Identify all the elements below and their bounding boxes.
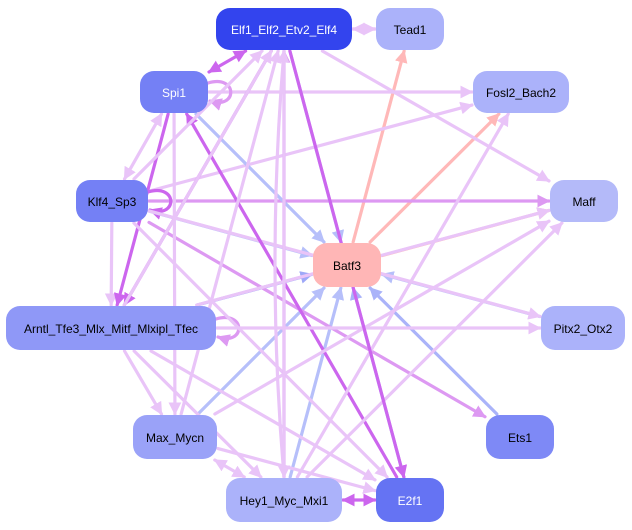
- node-pitx2-otx2[interactable]: Pitx2_Otx2: [541, 306, 625, 350]
- edge-hey1_myc_mxi1-to-elf1_elf2_etv2_elf4: [273, 49, 290, 479]
- node-label: Fosl2_Bach2: [486, 86, 556, 100]
- node-label: Spi1: [162, 86, 186, 100]
- node-elf1-elf2-etv2-elf4[interactable]: Elf1_Elf2_Etv2_Elf4: [216, 8, 352, 50]
- edge-max_mycn-to-e2f1: [216, 446, 377, 494]
- node-fosl2-bach2[interactable]: Fosl2_Bach2: [473, 71, 569, 113]
- edge-klf4_sp3-to-arntl_tfe3_mlx_mitf_mlxipl_tfec: [104, 221, 118, 307]
- node-box: [216, 8, 352, 50]
- node-box: [226, 478, 342, 522]
- edge-klf4_sp3-to-e2f1: [132, 221, 389, 479]
- edge-spi1-to-spi1: [206, 79, 233, 111]
- edge-batf3-to-tead1: [351, 49, 408, 244]
- node-label: Arntl_Tfe3_Mlx_Mitf_Mlxipl_Tfec: [24, 322, 198, 336]
- edge-batf3-to-fosl2_bach2: [368, 112, 501, 244]
- edge-hey1_myc_mxi1-to-maff: [305, 221, 564, 479]
- edge-klf4_sp3-to-elf1_elf2_etv2_elf4: [132, 49, 264, 181]
- edge-max_mycn-to-hey1_myc_mxi1: [213, 458, 246, 479]
- node-tead1[interactable]: Tead1: [376, 8, 444, 50]
- node-label: Tead1: [394, 23, 427, 37]
- node-batf3[interactable]: Batf3: [313, 243, 381, 287]
- edge-hey1_myc_mxi1-to-batf3: [288, 286, 345, 479]
- node-box: [486, 415, 554, 459]
- edge-elf1_elf2_etv2_elf4-to-maff: [320, 49, 551, 183]
- node-hey1-myc-mxi1[interactable]: Hey1_Myc_Mxi1: [226, 478, 342, 522]
- edge-klf4_sp3-to-ets1: [147, 220, 487, 419]
- node-arntl-tfe3-mlx-mitf-mlxipl-tfec[interactable]: Arntl_Tfe3_Mlx_Mitf_Mlxipl_Tfec: [6, 306, 216, 350]
- edge-hey1_myc_mxi1-to-fosl2_bach2: [295, 112, 510, 479]
- node-box: [313, 243, 381, 287]
- node-box: [473, 71, 569, 113]
- node-spi1[interactable]: Spi1: [140, 71, 208, 113]
- edge-arntl_tfe3_mlx_mitf_mlxipl_tfec-to-max_mycn: [122, 349, 164, 416]
- node-label: Max_Mycn: [146, 431, 204, 445]
- node-label: E2f1: [398, 494, 423, 508]
- edge-max_mycn-to-maff: [213, 219, 551, 416]
- node-box: [76, 180, 148, 222]
- node-max-mycn[interactable]: Max_Mycn: [133, 415, 217, 459]
- edge-arntl_tfe3_mlx_mitf_mlxipl_tfec-to-elf1_elf2_etv2_elf4: [122, 49, 273, 307]
- node-box: [133, 415, 217, 459]
- edge-max_mycn-to-elf1_elf2_etv2_elf4: [179, 49, 282, 416]
- node-label: Maff: [572, 195, 596, 209]
- node-label: Elf1_Elf2_Etv2_Elf4: [231, 23, 337, 37]
- node-box: [376, 478, 444, 522]
- node-maff[interactable]: Maff: [550, 180, 618, 222]
- node-box: [550, 180, 618, 222]
- node-label: Klf4_Sp3: [88, 195, 137, 209]
- node-box: [140, 71, 208, 113]
- node-label: Pitx2_Otx2: [554, 322, 613, 336]
- node-box: [376, 8, 444, 50]
- edge-arntl_tfe3_mlx_mitf_mlxipl_tfec-to-e2f1: [149, 349, 377, 482]
- edge-e2f1-to-spi1: [185, 112, 399, 479]
- node-label: Ets1: [508, 431, 532, 445]
- node-e2f1[interactable]: E2f1: [376, 478, 444, 522]
- edge-spi1-to-batf3: [194, 112, 326, 244]
- node-label: Batf3: [333, 259, 361, 273]
- edge-spi1-to-elf1_elf2_etv2_elf4: [207, 49, 248, 74]
- edge-spi1-to-klf4_sp3: [122, 112, 164, 181]
- node-klf4-sp3[interactable]: Klf4_Sp3: [76, 180, 148, 222]
- node-label: Hey1_Myc_Mxi1: [240, 494, 329, 508]
- edge-klf4_sp3-to-klf4_sp3: [146, 188, 173, 220]
- node-ets1[interactable]: Ets1: [486, 415, 554, 459]
- edge-spi1-to-max_mycn: [168, 112, 182, 416]
- edge-klf4_sp3-to-fosl2_bach2: [147, 101, 474, 193]
- node-box: [541, 306, 625, 350]
- node-box: [6, 306, 216, 350]
